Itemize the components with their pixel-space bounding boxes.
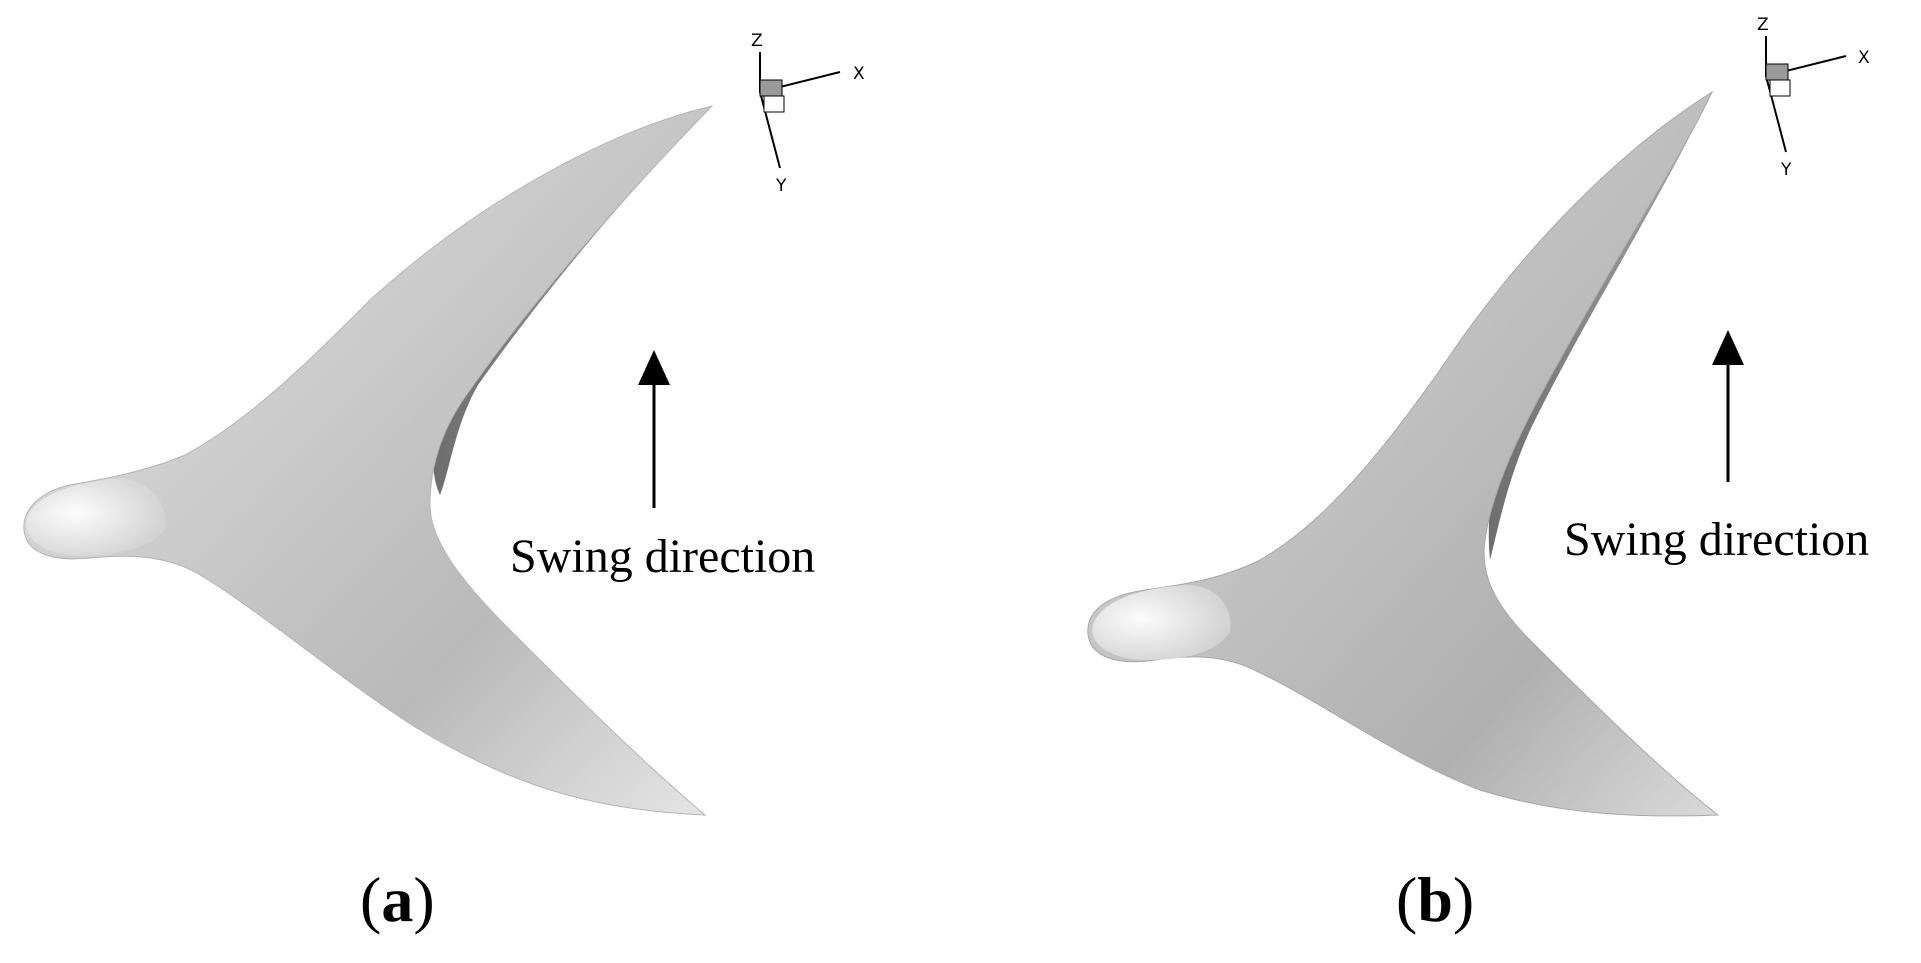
axis-y-label-b: Y <box>1780 160 1792 180</box>
swing-arrow-b <box>1712 330 1744 482</box>
swing-direction-label-b: Swing direction <box>1564 513 1869 566</box>
swing-arrow-a <box>638 350 670 508</box>
panel-a: X Y Z Swing direction <box>23 31 865 816</box>
panel-b: X Y Z Swing direction <box>1087 15 1870 817</box>
axis-triad-a: X Y Z <box>751 31 865 196</box>
panel-caption-a-close: ) <box>413 864 435 935</box>
panel-caption-a: (a) <box>360 868 435 932</box>
axis-x-label-b: X <box>1858 48 1870 68</box>
panel-caption-b-close: ) <box>1452 864 1475 935</box>
triad-cube-a <box>759 79 783 97</box>
fin-body-b <box>1087 90 1720 817</box>
fin-surface-b <box>1087 90 1720 817</box>
panel-caption-a-letter: a <box>381 864 414 935</box>
axis-z-label-b: Z <box>1757 15 1769 35</box>
fin-nose-a <box>26 478 166 556</box>
axis-z-label-a: Z <box>751 31 763 51</box>
fin-body-a <box>23 105 714 816</box>
fin-surface-a <box>23 105 714 816</box>
panel-caption-b-open: ( <box>1396 864 1418 935</box>
swing-direction-label-a: Swing direction <box>510 530 815 583</box>
axis-y-label-a: Y <box>775 176 787 196</box>
axis-triad-b: X Y Z <box>1757 15 1870 180</box>
axis-x-label-a: X <box>853 64 865 84</box>
triad-cube-b <box>1765 63 1789 81</box>
fin-nose-b <box>1092 584 1231 660</box>
panel-caption-b-letter: b <box>1417 864 1453 935</box>
panel-caption-a-open: ( <box>360 864 382 935</box>
panel-caption-b: (b) <box>1396 868 1474 932</box>
